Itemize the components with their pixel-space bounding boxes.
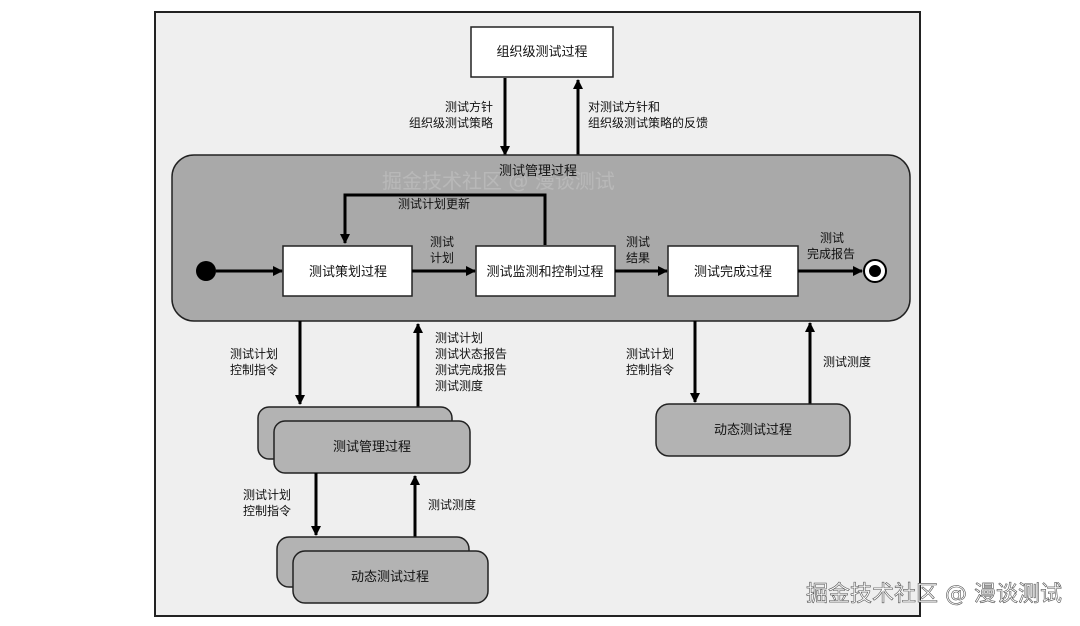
plan-label-2: 计划 xyxy=(430,251,454,265)
start-node xyxy=(196,261,216,281)
completion-process-box xyxy=(667,245,799,297)
policy-down-label-1: 测试方针 xyxy=(445,99,493,114)
monitoring-process-box xyxy=(475,245,616,297)
planning-process-label: 测试策划过程 xyxy=(309,264,387,280)
dynamic-process-right-label: 动态测试过程 xyxy=(714,423,792,438)
completion-report-label-2: 完成报告 xyxy=(807,246,855,261)
left-up-label-3: 测试完成报告 xyxy=(435,362,507,377)
monitoring-process-label: 测试监测和控制过程 xyxy=(486,265,603,280)
left-down-label-1: 测试计划 xyxy=(230,346,278,361)
plan-label-1: 测试 xyxy=(430,234,454,249)
org-process-box xyxy=(470,26,614,78)
left-up-label-2: 测试状态报告 xyxy=(435,346,507,361)
completion-report-label-1: 测试 xyxy=(820,230,844,245)
org-process-label: 组织级测试过程 xyxy=(496,45,587,60)
lower-down-label-1: 测试计划 xyxy=(243,487,291,502)
lower-up-label: 测试测度 xyxy=(428,497,476,512)
result-label-2: 结果 xyxy=(626,251,650,265)
lower-down-label-2: 控制指令 xyxy=(243,503,291,518)
watermark-text: 掘金技术社区 @ 漫谈测试 xyxy=(806,582,1062,607)
feedback-up-label-1: 对测试方针和 xyxy=(588,99,660,114)
test-management-label: 测试管理过程 xyxy=(499,164,577,179)
result-label-1: 测试 xyxy=(626,234,650,249)
dynamic-process-right-box xyxy=(655,403,851,457)
completion-process-label: 测试完成过程 xyxy=(694,265,772,280)
right-down-label-2: 控制指令 xyxy=(626,362,674,377)
left-up-label-4: 测试测度 xyxy=(435,378,483,393)
dynamic-process-bottom-label: 动态测试过程 xyxy=(351,570,429,585)
right-down-label-1: 测试计划 xyxy=(626,346,674,361)
planning-process-box xyxy=(282,245,413,297)
plan-update-label: 测试计划更新 xyxy=(398,196,470,211)
watermark-overlay: 掘金技术社区 @ 漫谈测试 xyxy=(382,169,615,193)
right-up-label: 测试测度 xyxy=(823,354,871,369)
lower-management-label: 测试管理过程 xyxy=(333,440,411,455)
plan-update-loop-arrow xyxy=(340,193,547,245)
end-node-inner xyxy=(869,265,881,277)
left-up-label-1: 测试计划 xyxy=(435,330,483,345)
dynamic-process-bottom-box xyxy=(292,550,489,604)
lower-management-box xyxy=(273,420,471,474)
policy-down-label-2: 组织级测试策略 xyxy=(409,115,493,130)
feedback-up-label-2: 组织级测试策略的反馈 xyxy=(588,115,708,130)
left-down-label-2: 控制指令 xyxy=(230,362,278,377)
